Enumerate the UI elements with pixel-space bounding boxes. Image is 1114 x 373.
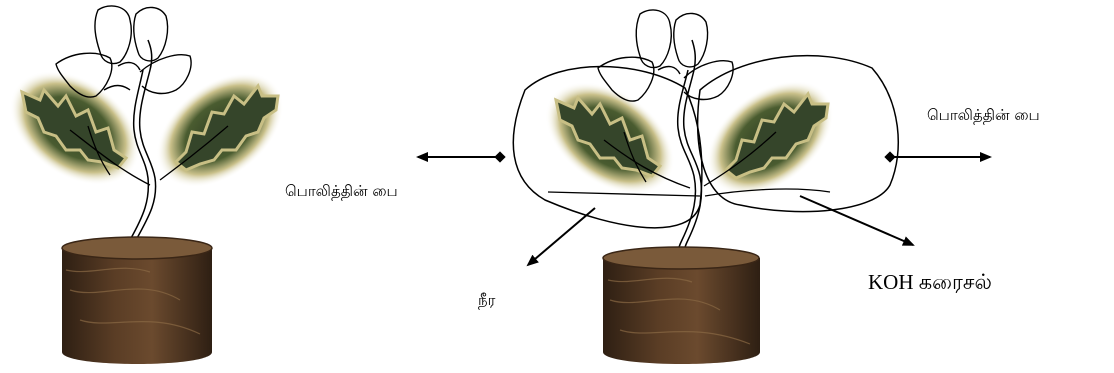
koh-arrow [800, 196, 913, 245]
water-label: நீர [478, 291, 495, 311]
water-arrow [528, 208, 595, 265]
left-plant-leaf-right [135, 49, 305, 210]
right-plant-bud [598, 10, 733, 101]
left-plant [0, 6, 305, 364]
right-plant [513, 10, 898, 364]
left-pot [62, 237, 212, 364]
right-pot [603, 247, 760, 364]
polythene-bag-label-left: பொலித்தின் பை [285, 182, 398, 202]
left-plant-leaf-left [0, 47, 162, 208]
polythene-bag-label-right: பொலித்தின் பை [927, 106, 1040, 126]
koh-solution-label: KOH கரைசல் [868, 270, 992, 297]
